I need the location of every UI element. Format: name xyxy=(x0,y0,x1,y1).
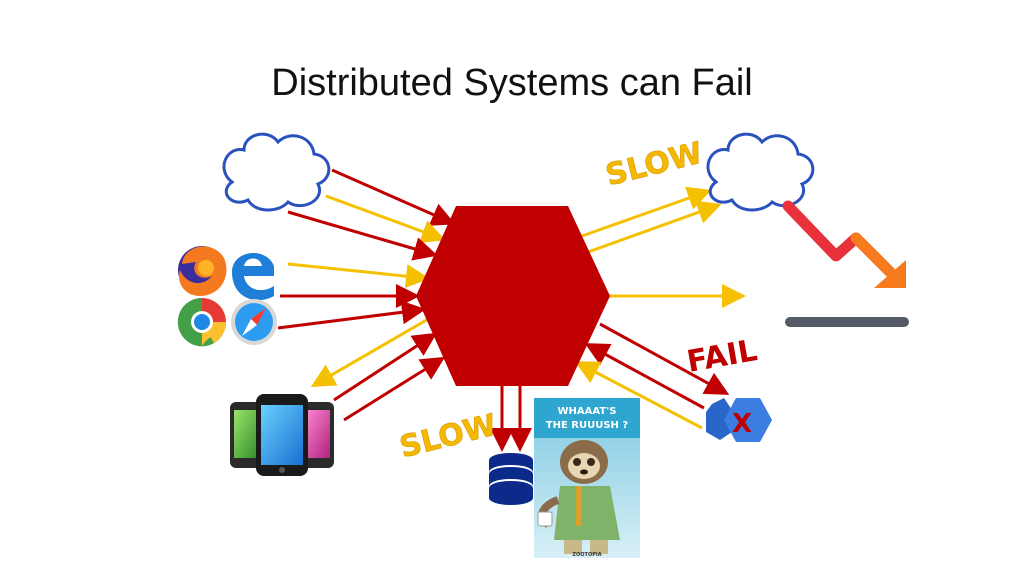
request-arrow xyxy=(333,332,438,402)
response-arrow xyxy=(325,194,446,244)
arrow-group-outbound xyxy=(490,186,746,452)
response-arrow xyxy=(587,200,722,254)
safari-icon xyxy=(231,299,277,345)
request-arrow xyxy=(599,322,730,395)
failed-service-icon: X xyxy=(706,398,772,442)
slow-label-top: SLOW xyxy=(602,136,706,194)
chrome-icon xyxy=(177,297,227,347)
smartphones-icon xyxy=(230,394,334,476)
cloud-icon xyxy=(706,132,815,212)
response-arrow xyxy=(310,316,431,388)
response-arrow xyxy=(574,361,703,430)
central-service-hexagon xyxy=(416,206,610,386)
sloth-poster: WHAAAT'S THE RUUUSH ? ZOOTOPIA xyxy=(534,398,640,558)
slow-label-bottom: SLOW xyxy=(396,408,500,466)
response-arrow xyxy=(581,186,712,238)
request-arrow xyxy=(343,356,446,422)
declining-chart-icon xyxy=(782,200,909,327)
response-arrow xyxy=(287,262,430,289)
cloud-icon xyxy=(222,132,331,212)
fail-mark: X xyxy=(732,409,752,439)
slide-title: Distributed Systems can Fail xyxy=(271,62,753,104)
request-arrow xyxy=(584,343,705,410)
poster-line-1: WHAAAT'S xyxy=(558,406,617,417)
poster-brand: ZOOTOPIA xyxy=(572,552,601,558)
fail-label: FAIL xyxy=(684,333,760,380)
arrow-group-inbound xyxy=(277,168,456,422)
firefox-icon xyxy=(178,246,227,296)
database-icon xyxy=(489,453,533,505)
request-arrow xyxy=(331,168,456,226)
edge-icon xyxy=(232,253,274,301)
request-arrow xyxy=(287,210,438,261)
poster-line-2: THE RUUUSH ? xyxy=(546,420,629,431)
request-arrow xyxy=(277,300,426,330)
